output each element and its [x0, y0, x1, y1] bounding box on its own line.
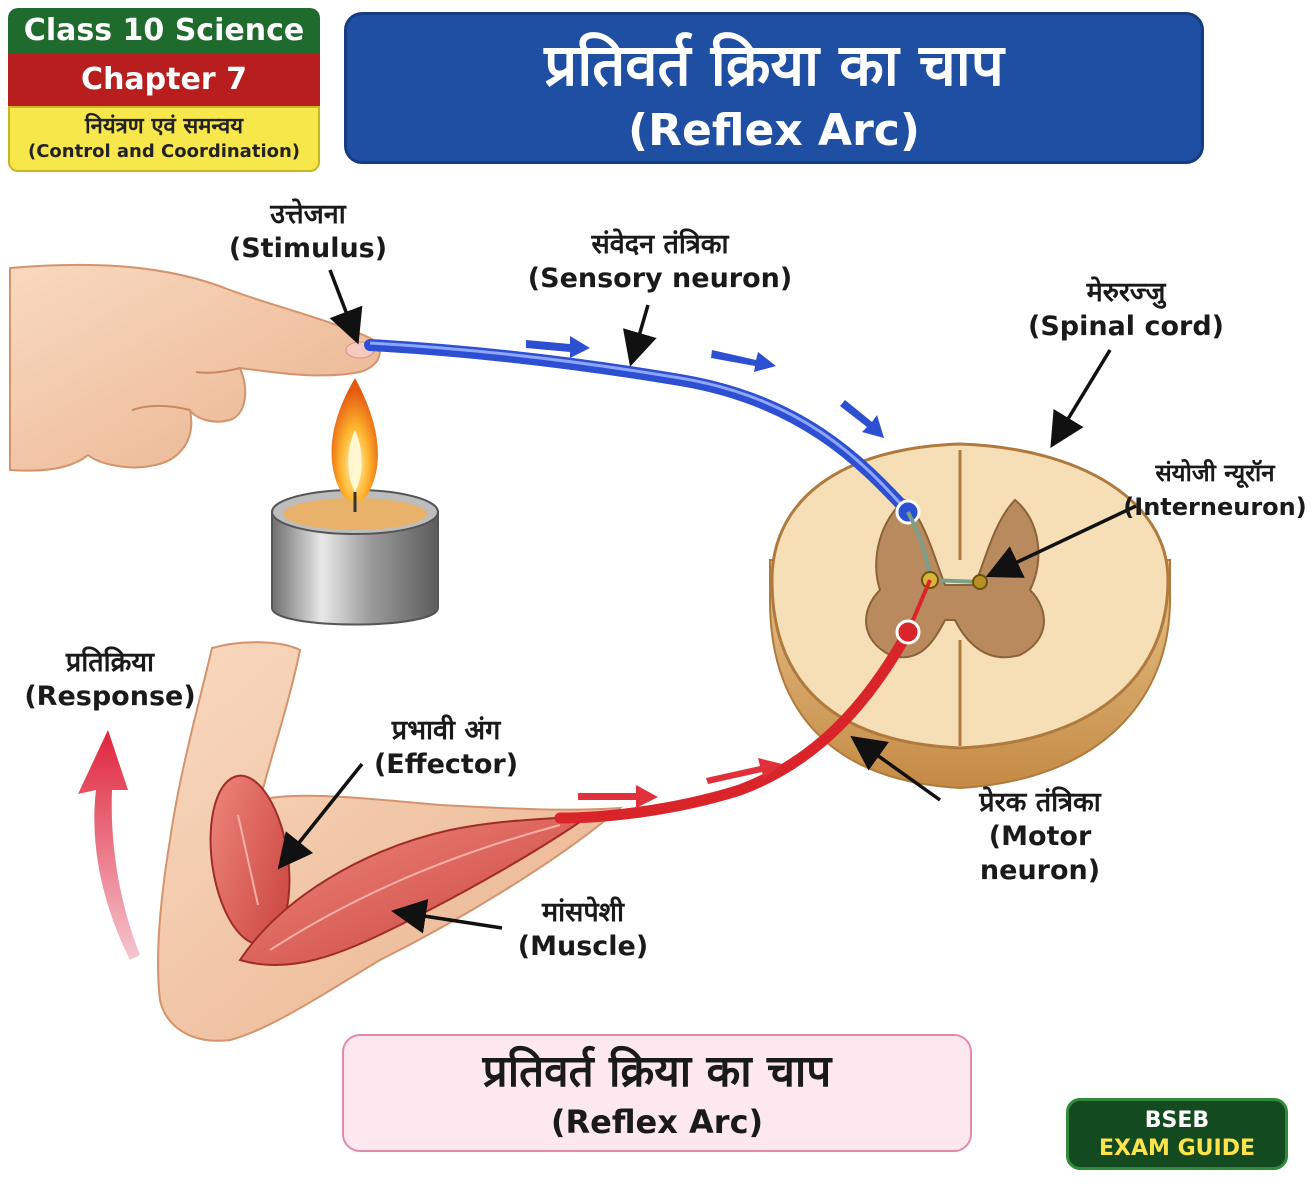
badge-class: Class 10 Science [8, 8, 320, 54]
label-muscle-hindi: मांसपेशी [541, 897, 625, 928]
spinal-cord [769, 442, 1171, 790]
page-title: प्रतिवर्त क्रिया का चाप (Reflex Arc) [344, 12, 1204, 164]
label-sensory-neuron: संवेदन तंत्रिका (Sensory neuron) [520, 228, 800, 296]
label-motor-hindi: प्रेरक तंत्रिका [979, 787, 1101, 818]
label-muscle: मांसपेशी (Muscle) [498, 896, 668, 964]
candle [271, 378, 439, 626]
interneuron-body-2 [972, 574, 988, 590]
chapter-badge: Class 10 Science Chapter 7 नियंत्रण एवं … [8, 8, 320, 172]
motor-direction-arrows [578, 758, 782, 808]
label-interneuron: संयोजी न्यूरॉन (Interneuron) [1122, 456, 1308, 524]
label-stimulus: उत्तेजना (Stimulus) [208, 198, 408, 266]
badge-topic: नियंत्रण एवं समन्वय (Control and Coordin… [8, 106, 320, 172]
logo-line1: BSEB [1144, 1108, 1210, 1133]
bottom-caption-hindi: प्रतिवर्त क्रिया का चाप [482, 1046, 832, 1097]
arm [157, 641, 623, 1042]
label-stimulus-hindi: उत्तेजना [270, 199, 346, 230]
label-effector: प्रभावी अंग (Effector) [356, 714, 536, 782]
label-response-english: (Response) [24, 681, 196, 712]
label-sensory-hindi: संवेदन तंत्रिका [591, 229, 729, 260]
label-response-hindi: प्रतिक्रिया [65, 647, 155, 678]
badge-topic-english: (Control and Coordination) [27, 141, 301, 162]
bseb-logo: BSEB EXAM GUIDE [1066, 1098, 1288, 1170]
label-sensory-english: (Sensory neuron) [527, 263, 793, 294]
response-arrow [78, 730, 140, 960]
title-english: (Reflex Arc) [628, 105, 920, 156]
label-response: प्रतिक्रिया (Response) [20, 646, 200, 714]
title-hindi: प्रतिवर्त क्रिया का चाप [544, 31, 1004, 99]
label-muscle-english: (Muscle) [517, 931, 649, 962]
label-spinal-cord: मेरुरज्जु (Spinal cord) [1026, 276, 1226, 344]
label-interneuron-english: (Interneuron) [1123, 493, 1307, 521]
label-spinal-english: (Spinal cord) [1027, 311, 1224, 342]
badge-chapter: Chapter 7 [8, 54, 320, 106]
label-motor-neuron: प्रेरक तंत्रिका (Motor neuron) [930, 786, 1150, 888]
badge-topic-hindi: नियंत्रण एवं समन्वय [84, 114, 244, 139]
pointer-lines [277, 269, 1137, 934]
label-interneuron-hindi: संयोजी न्यूरॉन [1155, 459, 1275, 487]
sensory-direction-arrows [526, 336, 884, 438]
label-effector-hindi: प्रभावी अंग [391, 715, 501, 746]
hand [9, 263, 381, 472]
bottom-caption-english: (Reflex Arc) [550, 1103, 764, 1141]
motor-neuron-body [895, 619, 921, 645]
logo-line2: EXAM GUIDE [1099, 1136, 1255, 1161]
label-motor-english: (Motor neuron) [979, 821, 1101, 886]
label-spinal-hindi: मेरुरज्जु [1086, 277, 1166, 308]
label-stimulus-english: (Stimulus) [228, 233, 388, 264]
motor-neuron-fiber [554, 626, 914, 824]
bottom-caption: प्रतिवर्त क्रिया का चाप (Reflex Arc) [342, 1034, 972, 1152]
label-effector-english: (Effector) [373, 749, 519, 780]
